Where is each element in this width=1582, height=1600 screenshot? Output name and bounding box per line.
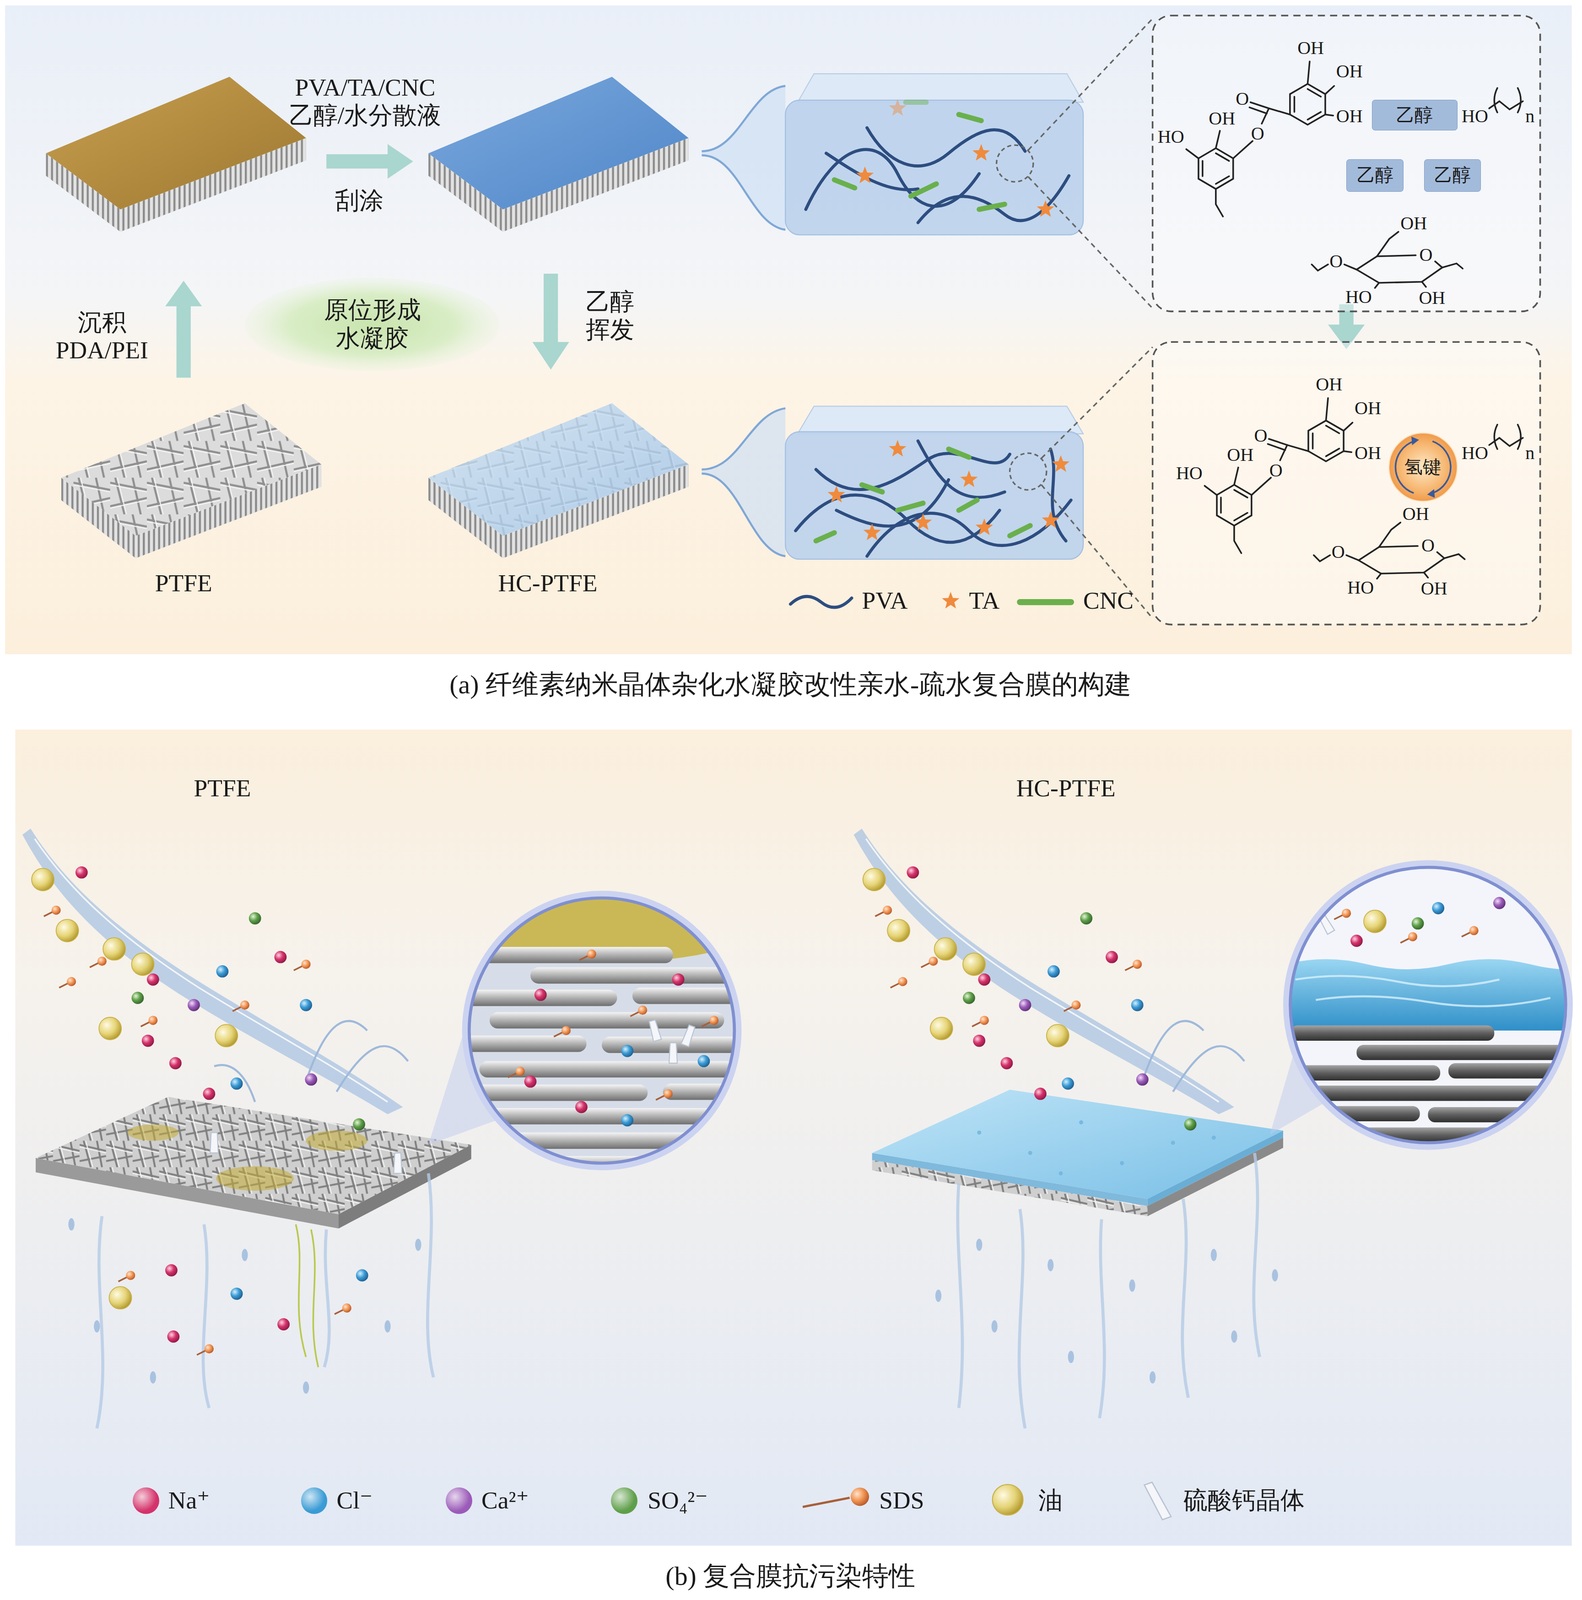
chem-atom: OH bbox=[1336, 60, 1363, 82]
solvent-box: 乙醇 bbox=[1424, 159, 1482, 192]
legend-text: 油 bbox=[1038, 1486, 1063, 1515]
chem-atom: OH bbox=[1418, 287, 1446, 309]
chem-atom: HO bbox=[1461, 442, 1489, 464]
legend-swatch bbox=[301, 1487, 328, 1514]
legend-text: Ca²⁺ bbox=[481, 1486, 530, 1515]
chem-atom: n bbox=[1525, 442, 1535, 464]
legend-swatch bbox=[132, 1487, 160, 1514]
chem-atom: HO bbox=[1157, 126, 1185, 148]
chem-atom: OH bbox=[1402, 503, 1430, 525]
legend-text: PVA bbox=[861, 586, 908, 616]
node-text: 乙醇 bbox=[1434, 164, 1471, 186]
chem-atom: O bbox=[1421, 534, 1435, 557]
chem-atom: OH bbox=[1297, 37, 1324, 59]
chem-atom: HO bbox=[1347, 577, 1374, 599]
chem-atom: OH bbox=[1208, 107, 1236, 129]
legend-text: SDS bbox=[879, 1486, 924, 1515]
process-ellipse: 原位形成 水凝胶 bbox=[244, 277, 500, 372]
chem-atom: O bbox=[1235, 88, 1249, 110]
chem-atom: OH bbox=[1420, 577, 1448, 600]
chem-atom: OH bbox=[1336, 105, 1363, 127]
chem-atom: OH bbox=[1354, 397, 1382, 419]
chem-atom: O bbox=[1331, 541, 1345, 563]
membrane-label: HC-PTFE bbox=[1016, 774, 1116, 803]
step-label: 乙醇 挥发 bbox=[584, 287, 636, 345]
step-label: 刮涂 bbox=[334, 186, 384, 216]
chem-atom: n bbox=[1525, 105, 1535, 127]
legend-text: 硫酸钙晶体 bbox=[1183, 1486, 1305, 1515]
chem-atom: O bbox=[1251, 123, 1265, 145]
chem-atom: O bbox=[1269, 459, 1283, 481]
membrane-label: HC-PTFE bbox=[497, 569, 598, 598]
circle-fill bbox=[1388, 432, 1458, 502]
cycle-arrow bbox=[1395, 441, 1451, 493]
solvent-box: 乙醇 bbox=[1346, 159, 1404, 192]
membrane-label: PTFE bbox=[155, 569, 213, 598]
chem-atom: HO bbox=[1345, 286, 1372, 308]
legend-text: SO₄²⁻ bbox=[647, 1486, 708, 1515]
membrane-label: PTFE bbox=[193, 774, 251, 803]
chem-atom: OH bbox=[1400, 212, 1427, 234]
step-label: PVA/TA/CNC 乙醇/水分散液 bbox=[287, 73, 443, 130]
hydrogen-bond-circle: 氢键 bbox=[1388, 432, 1458, 503]
legend-text: TA bbox=[968, 586, 1000, 616]
solvent-box: 乙醇 bbox=[1371, 99, 1458, 131]
chem-atom: O bbox=[1253, 425, 1268, 447]
node-text: 乙醇 bbox=[1396, 104, 1433, 126]
chem-atom: OH bbox=[1226, 444, 1254, 466]
chem-atom: HO bbox=[1176, 462, 1203, 484]
ellipse-fill bbox=[244, 277, 500, 372]
legend-text: CNC bbox=[1083, 586, 1134, 616]
chem-atom: O bbox=[1419, 244, 1433, 266]
caption: (b) 复合膜抗污染特性 bbox=[665, 1560, 916, 1592]
step-label: 沉积 PDA/PEI bbox=[53, 308, 150, 365]
chem-atom: HO bbox=[1461, 105, 1489, 127]
node-text: 原位形成 水凝胶 bbox=[322, 296, 423, 353]
chem-atom: OH bbox=[1354, 442, 1382, 464]
legend-swatch bbox=[610, 1487, 638, 1514]
chem-atom: OH bbox=[1315, 373, 1343, 395]
legend-text: Cl⁻ bbox=[336, 1486, 373, 1515]
legend-swatch bbox=[445, 1487, 473, 1514]
legend-text: Na⁺ bbox=[168, 1486, 211, 1515]
caption: (a) 纤维素纳米晶体杂化水凝胶改性亲水-疏水复合膜的构建 bbox=[449, 669, 1132, 700]
node-text: 氢键 bbox=[1404, 456, 1442, 478]
node-text: 乙醇 bbox=[1356, 164, 1394, 186]
chem-atom: O bbox=[1329, 250, 1343, 272]
